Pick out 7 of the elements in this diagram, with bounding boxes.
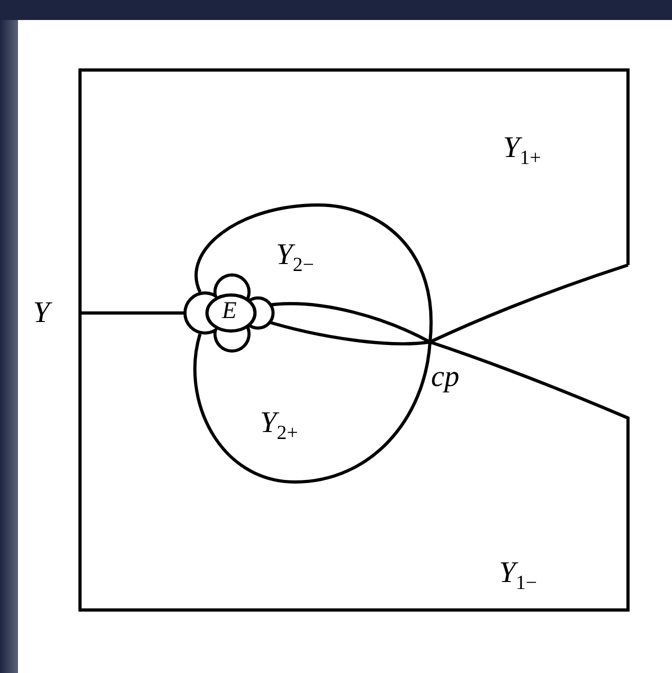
region-label: Y$_{2+}$ — [260, 408, 298, 443]
point-label: cp — [431, 362, 460, 392]
region-label: Y$_{2−}$ — [276, 240, 314, 275]
set-label: E — [222, 299, 237, 323]
region-label: Y$_{1+}$ — [503, 133, 541, 168]
region-label: Y$_{1−}$ — [499, 558, 537, 593]
space-label: Y — [33, 298, 50, 328]
